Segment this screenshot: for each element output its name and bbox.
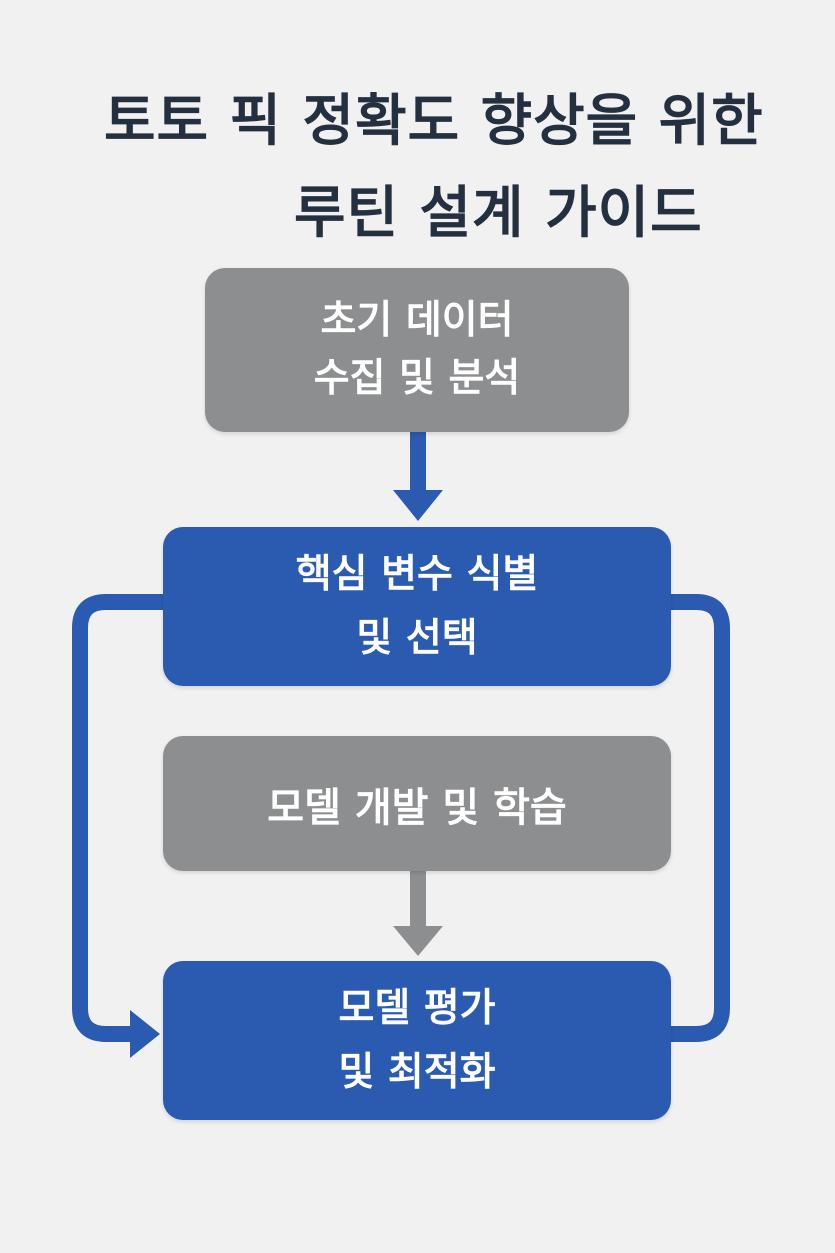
step4-line1: 모델 평가	[338, 985, 496, 1031]
step-initial-data-collection: 초기 데이터 수집 및 분석	[205, 268, 629, 432]
step2-line2: 및 선택	[356, 615, 478, 661]
step-model-development: 모델 개발 및 학습	[163, 736, 671, 871]
title-line-2: 루틴 설계 가이드	[294, 181, 703, 246]
step3-line1: 모델 개발 및 학습	[267, 784, 567, 831]
step2-line1: 핵심 변수 식별	[295, 551, 539, 597]
loop-arrow-left	[72, 594, 163, 1058]
step1-line1: 초기 데이터	[320, 298, 514, 343]
title-line-1: 토토 픽 정확도 향상을 위한	[104, 89, 764, 154]
loop-line-right	[671, 594, 730, 1042]
step1-line2: 수집 및 분석	[313, 356, 521, 401]
arrow-down-step1-to-step2	[393, 432, 443, 521]
step4-line2: 및 최적화	[338, 1049, 496, 1095]
page-title: 토토 픽 정확도 향상을 위한 루틴 설계 가이드	[0, 76, 835, 260]
arrow-down-step3-to-step4	[393, 871, 443, 956]
step-key-variable-selection: 핵심 변수 식별 및 선택	[163, 527, 671, 686]
step-model-evaluation: 모델 평가 및 최적화	[163, 961, 671, 1120]
